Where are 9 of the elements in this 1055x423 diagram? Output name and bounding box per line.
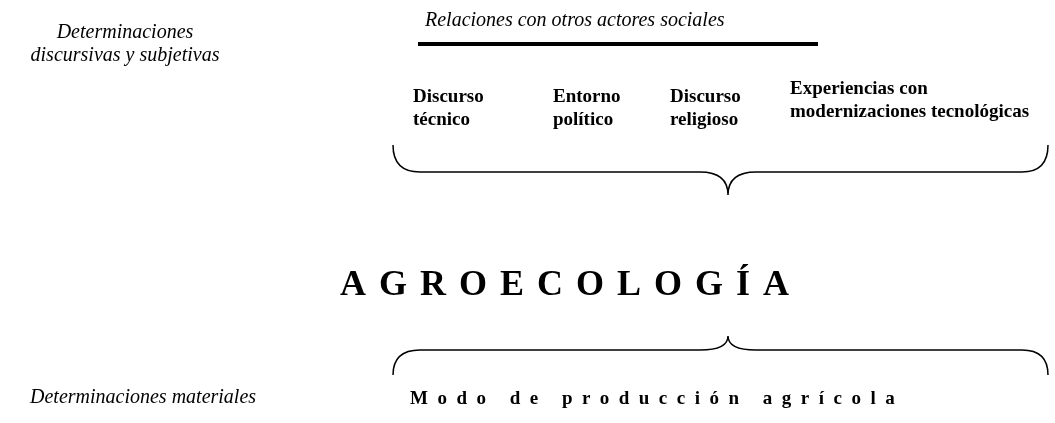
main-title: AGROECOLOGÍA: [340, 263, 803, 303]
side-label: Determinaciones discursivas y subjetivas: [30, 20, 220, 65]
category-label: Discurso religioso: [670, 85, 741, 129]
category-label: Experiencias con modernizaciones tecnológicas: [790, 77, 1030, 121]
side-label: Determinaciones materiales: [30, 385, 257, 407]
category-label: Entorno político: [553, 85, 621, 129]
category-label: Discurso técnico: [413, 85, 484, 129]
heading-text: Relaciones con otros actores sociales: [425, 8, 725, 30]
bottom-title: Modo de producción agrícola: [410, 387, 905, 408]
